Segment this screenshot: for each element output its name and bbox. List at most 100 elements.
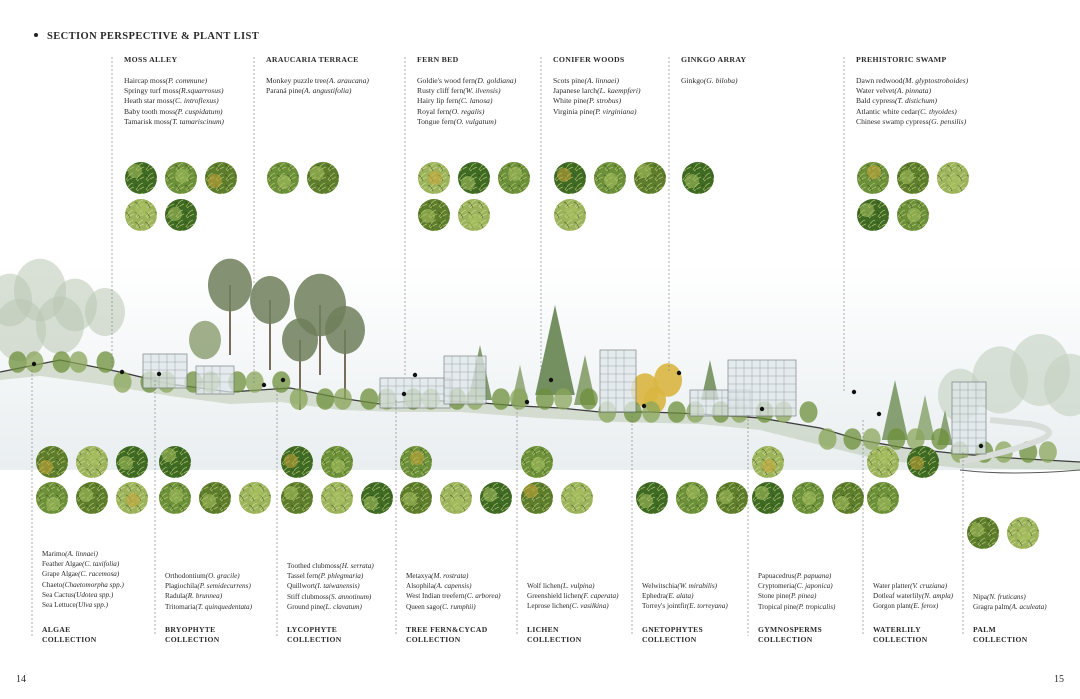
plant-common-name: Bald cypress xyxy=(856,96,896,106)
plant-common-name: Metaxya xyxy=(406,572,432,580)
zone-name: PREHISTORIC SWAMP xyxy=(856,55,947,64)
plant-common-name: Stone pine xyxy=(758,592,789,601)
plant-entry: Tamarisk moss(T. tamariscinum) xyxy=(124,117,224,127)
plant-latin-name: (O. vulgatum) xyxy=(453,116,497,126)
plant-photo xyxy=(554,199,586,231)
plant-entry: Chaeto(Chaetomorpha spp.) xyxy=(42,580,124,590)
collection-marker xyxy=(641,403,647,409)
plant-photo xyxy=(480,482,512,514)
plant-latin-name: (R. brunnea) xyxy=(185,592,223,601)
plant-entry: Tassel fern(P. phlegmaria) xyxy=(287,571,374,581)
plant-entry: Tritomaria(T. quinquedentata) xyxy=(165,602,252,612)
plant-entry: Heath star moss(C. introflexus) xyxy=(124,96,224,106)
collection-name-line1: WATERLILY xyxy=(873,625,921,634)
zone-4: GINKGO ARRAY Ginkgo(G. biloba) xyxy=(681,55,746,86)
zone-name: GINKGO ARRAY xyxy=(681,55,747,64)
plant-latin-name: (N. ampla) xyxy=(921,592,954,601)
plant-photo xyxy=(634,162,666,194)
collection-name-line1: GYMNOSPERMS xyxy=(758,625,823,634)
plant-entry: West Indian treefern(C. arborea) xyxy=(406,591,501,601)
plant-entry: Greenshield lichen(F. caperata) xyxy=(527,591,619,601)
plant-entry: Royal fern(O. regalis) xyxy=(417,107,516,117)
plant-latin-name: (P. semidecurrens) xyxy=(197,582,251,591)
plant-common-name: Toothed clubmoss xyxy=(287,562,340,570)
plant-latin-name: (A. linnaei) xyxy=(584,76,620,85)
plant-photo xyxy=(239,482,271,514)
plant-common-name: Tamarisk moss xyxy=(124,116,170,126)
collection-plant-list: Toothed clubmoss(H. serrata)Tassel fern(… xyxy=(287,561,374,612)
plant-photo xyxy=(897,162,929,194)
plant-entry: Cryptomeria(C. japonica) xyxy=(758,581,835,591)
plant-latin-name: (E. ferox) xyxy=(911,602,939,611)
plant-latin-name: (L. kaempferi) xyxy=(597,86,641,96)
plant-photo xyxy=(76,446,108,478)
collection-name-line2: COLLECTION xyxy=(165,635,220,644)
collection-plant-list: Welwitschia(W. mirabilis)Ephedra(E. alat… xyxy=(642,581,728,612)
plant-entry: Metaxya(M. rostrata) xyxy=(406,571,501,581)
plant-entry: Chinese swamp cypress(G. pensilis) xyxy=(856,117,968,127)
plant-photo xyxy=(867,482,899,514)
plant-common-name: Papuacedrus xyxy=(758,572,795,580)
zone-marker xyxy=(412,372,418,378)
plant-latin-name: (P. strobus) xyxy=(586,96,622,106)
plant-latin-name: (G. biloba) xyxy=(703,76,738,85)
plant-common-name: Plagiochila xyxy=(165,582,198,591)
collection-name-line1: PALM xyxy=(973,625,996,634)
plant-common-name: Royal fern xyxy=(417,106,450,116)
plant-photo xyxy=(418,162,450,194)
plant-entry: Papuacedrus(P. papuana) xyxy=(758,571,835,581)
plant-photo xyxy=(561,482,593,514)
plant-latin-name: (A. pinnata) xyxy=(894,86,932,96)
plant-photo xyxy=(867,446,899,478)
collection-plant-list: Metaxya(M. rostrata)Alsophila(A. capensi… xyxy=(406,571,501,612)
plant-entry: Japanese larch(L. kaempferi) xyxy=(553,86,641,96)
plant-common-name: Haircap moss xyxy=(124,76,166,85)
plant-photo xyxy=(498,162,530,194)
plant-photo xyxy=(125,199,157,231)
plant-photo xyxy=(116,446,148,478)
plant-entry: Baby tooth moss(P. cuspidatum) xyxy=(124,107,224,117)
plant-photo xyxy=(307,162,339,194)
plant-entry: Ginkgo(G. biloba) xyxy=(681,76,746,86)
glasshouse-lycophyte xyxy=(379,377,451,409)
plant-photo xyxy=(165,199,197,231)
plant-photo xyxy=(907,446,939,478)
plant-entry: Water velvet(A. pinnata) xyxy=(856,86,968,96)
leader-lines xyxy=(31,57,984,636)
plant-entry: Haircap moss(P. commune) xyxy=(124,76,224,86)
plant-common-name: Tropical pine xyxy=(758,602,797,611)
plant-photo xyxy=(458,199,490,231)
plant-entry: Sea Lettuce(Ulva spp.) xyxy=(42,600,124,610)
plant-photo xyxy=(458,162,490,194)
collection-marker xyxy=(156,371,162,377)
collection-name-line2: COLLECTION xyxy=(527,635,582,644)
plant-common-name: Springy turf moss xyxy=(124,86,179,96)
plant-photo xyxy=(857,162,889,194)
zone-name: CONIFER WOODS xyxy=(553,55,625,64)
plant-photo xyxy=(361,482,393,514)
collection-plant-list: Papuacedrus(P. papuana)Cryptomeria(C. ja… xyxy=(758,571,835,612)
plant-entry: Ground pine(L. clavatum) xyxy=(287,602,374,612)
plant-common-name: Alsophila xyxy=(406,582,434,591)
plant-common-name: White pine xyxy=(553,96,587,106)
plant-entry: Paraná pine(A. angustifolia) xyxy=(266,86,369,96)
plant-entry: Virginia pine(P. virginiana) xyxy=(553,107,641,117)
plant-photo xyxy=(521,482,553,514)
plant-entry: Toothed clubmoss(H. serrata) xyxy=(287,561,374,571)
plant-entry: Hairy lip fern(C. lanosa) xyxy=(417,96,516,106)
plant-entry: Bald cypress(T. distichum) xyxy=(856,96,968,106)
plant-common-name: Rusty cliff fern xyxy=(417,86,464,96)
plant-latin-name: (M. rostrata) xyxy=(431,572,469,580)
plant-photo xyxy=(116,482,148,514)
zone-marker xyxy=(851,389,857,395)
plant-latin-name: (P. virginiana) xyxy=(592,106,637,116)
plant-latin-name: (C. arborea) xyxy=(464,592,501,601)
plant-common-name: Water platter xyxy=(873,582,911,590)
plant-entry: Dotleaf waterlily(N. ampla) xyxy=(873,591,953,601)
plant-entry: Sea Cactus(Udotea spp.) xyxy=(42,590,124,600)
plant-common-name: Hairy lip fern xyxy=(417,96,459,106)
